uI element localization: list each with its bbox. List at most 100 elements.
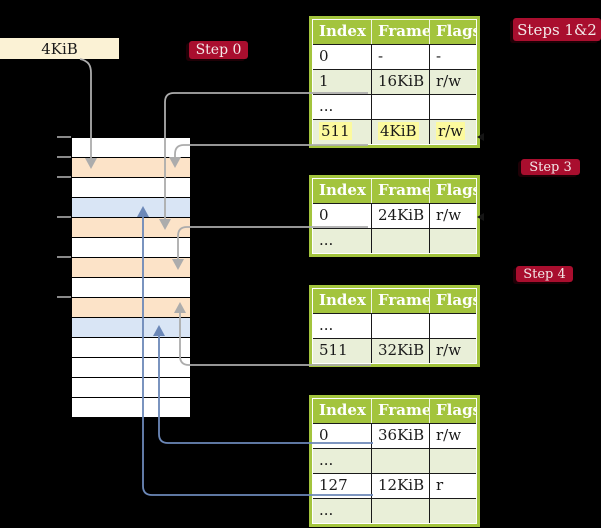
column-header-flags: Flags [429,289,476,313]
address-tick-mark [57,136,71,138]
cell-text: ... [319,316,334,334]
memory-frame-row-orange [71,217,191,238]
memory-frame-row-white [71,237,191,258]
page-table-cell [429,229,476,253]
memory-frame-row-white [71,377,191,398]
page-table-step-4-upper: IndexFrameFlags... 511 32KiB r/w [309,285,480,367]
page-table-cell [429,95,476,119]
page-table-cell: 24KiB [371,204,429,228]
column-header-frame: Frame [371,399,429,423]
memory-frame-row-orange [71,297,191,318]
badge-steps-1-2: Steps 1&2 [513,18,601,41]
page-table-cell [371,314,429,338]
page-table-cell: ... [313,449,371,473]
memory-frame-row-white [71,137,191,158]
badge-step-3: Step 3 [521,159,580,175]
memory-frame-row-white [71,357,191,378]
column-header-index: Index [319,291,366,309]
page-table-cell: - [429,45,476,69]
badge-steps-1-2-label: Steps 1&2 [517,20,597,39]
page-table-cell [429,449,476,473]
address-tick-mark [57,156,71,158]
page-table-cell: 0 [313,424,371,448]
cell-text: 24KiB [378,206,425,224]
address-tick-mark [57,216,71,218]
page-table-cell: 0 [313,45,371,69]
page-table-cell [429,314,476,338]
page-table-row: 0 - - [313,44,476,69]
cell-text: 32KiB [378,341,425,359]
badge-step-3-label: Step 3 [529,159,572,175]
memory-frame-row-orange [71,257,191,278]
page-table-cell: 127 [313,474,371,498]
highlighted-cell-text: r/w [436,122,466,140]
cell-text: - [378,47,384,65]
cell-text: - [436,47,442,65]
cell-text: 0 [319,47,329,65]
address-tick-mark [57,176,71,178]
highlighted-cell-text: 4KiB [378,122,419,140]
page-table-cell: 511 [313,120,371,144]
page-table-cell: r [429,474,476,498]
page-table-cell: 4KiB [371,120,429,144]
badge-step-4: Step 4 [516,266,573,282]
address-tick-mark [57,296,71,298]
memory-frame-row-white [71,277,191,298]
cell-text: 1 [319,72,329,90]
cell-text: 511 [319,341,348,359]
cell-text: ... [319,97,334,115]
memory-frame-row-white [71,177,191,198]
page-table-row: ... [313,313,476,338]
page-table-cell: 32KiB [371,339,429,363]
page-table-cell [371,95,429,119]
page-table-cell: r/w [429,120,476,144]
page-table-cell [371,449,429,473]
frame-size-label-box: 4KiB [0,38,119,59]
cell-text: r/w [436,341,462,359]
memory-frame-row-white [71,397,191,418]
page-table-steps-1-2: Index FrameFlags 0 - - 1 16KiB r/w... 511 4KiB r/w [309,16,480,148]
memory-frame-row-white [71,337,191,358]
column-header-frame: Frame [371,179,429,203]
cell-text: r/w [436,72,462,90]
page-table-header-row: IndexFrameFlags [313,179,476,203]
column-header-frame: Frame [371,20,429,44]
cell-text: r/w [436,426,462,444]
badge-step-0: Step 0 [189,41,248,59]
memory-frame-row-blue [71,197,191,218]
page-table-cell: - [371,45,429,69]
page-table-header-row: IndexFrameFlags [313,289,476,313]
memory-frame-row-orange [71,157,191,178]
column-header-index: Index [319,22,366,40]
column-header-flags: Flags [429,20,476,44]
cell-text: 0 [319,206,329,224]
cell-text: 16KiB [378,72,425,90]
page-table-cell: 0 [313,204,371,228]
address-tick-mark [57,256,71,258]
cell-text: ... [319,451,334,469]
memory-column [71,137,191,418]
cell-text: ... [319,231,334,249]
badge-step-0-label: Step 0 [195,42,242,58]
page-table-cell: 1 [313,70,371,94]
page-table-row: 1 16KiB r/w [313,69,476,94]
page-table-row: ... [313,94,476,119]
column-header-flags: Flags [429,179,476,203]
frame-size-label: 4KiB [41,39,78,58]
page-table-cell [429,499,476,523]
page-table-row: 511 4KiB r/w [313,119,476,144]
page-table-row: ... [313,498,476,523]
column-header-flags: Flags [429,399,476,423]
page-table-cell: 12KiB [371,474,429,498]
cell-text: ... [319,501,334,519]
page-table-cell: ... [313,95,371,119]
page-table-cell: ... [313,229,371,253]
page-table-cell: ... [313,314,371,338]
column-header-index: Index [319,401,366,419]
badge-step-4-label: Step 4 [523,266,566,282]
cell-text: 127 [319,476,348,494]
highlighted-cell-text: 511 [319,122,352,140]
